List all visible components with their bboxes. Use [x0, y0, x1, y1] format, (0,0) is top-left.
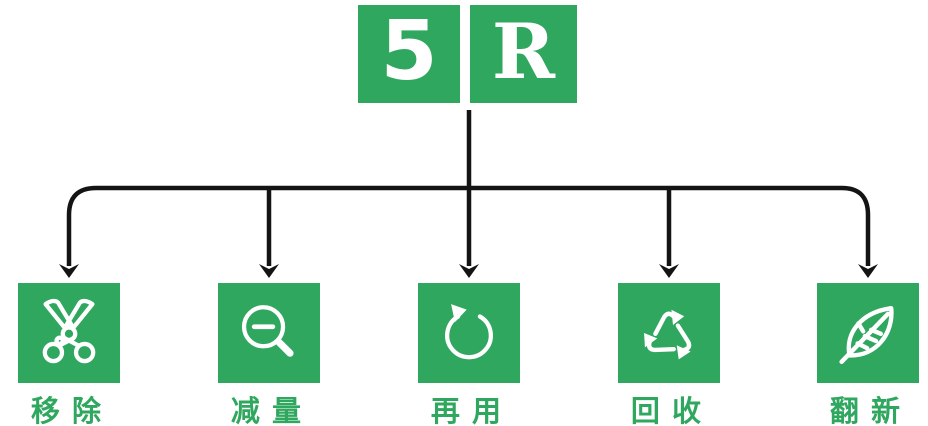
remove-label: 移除 — [30, 396, 114, 426]
header-block-5: 5 — [358, 3, 460, 103]
leaf-icon — [839, 306, 894, 364]
item-renew: 翻新 — [812, 283, 924, 426]
item-reduce: 减量 — [213, 283, 325, 426]
header-block-r: R — [470, 5, 577, 103]
connector-branch-5 — [841, 185, 871, 266]
circular-arrow-icon — [445, 304, 493, 360]
item-recycle: 回收 — [613, 283, 725, 426]
renew-label: 翻新 — [829, 396, 913, 426]
header-5-text: 5 — [380, 3, 438, 99]
connector-branch-1 — [66, 185, 97, 266]
item-remove: 移除 — [13, 283, 125, 426]
remove-tile — [18, 283, 120, 383]
arrowheads — [59, 264, 878, 278]
recycle-icon — [629, 293, 709, 373]
recycle-tile — [618, 283, 720, 383]
reduce-tile — [218, 283, 320, 383]
reuse-tile — [418, 283, 520, 383]
item-reuse: 再用 — [413, 283, 525, 426]
magnifier-minus-icon — [241, 305, 294, 357]
scissors-icon — [42, 298, 96, 364]
recycle-label: 回收 — [630, 396, 714, 426]
header-r-text: R — [491, 6, 556, 96]
renew-tile — [817, 283, 919, 383]
reduce-label: 减量 — [230, 396, 314, 426]
reuse-label: 再用 — [430, 396, 514, 426]
